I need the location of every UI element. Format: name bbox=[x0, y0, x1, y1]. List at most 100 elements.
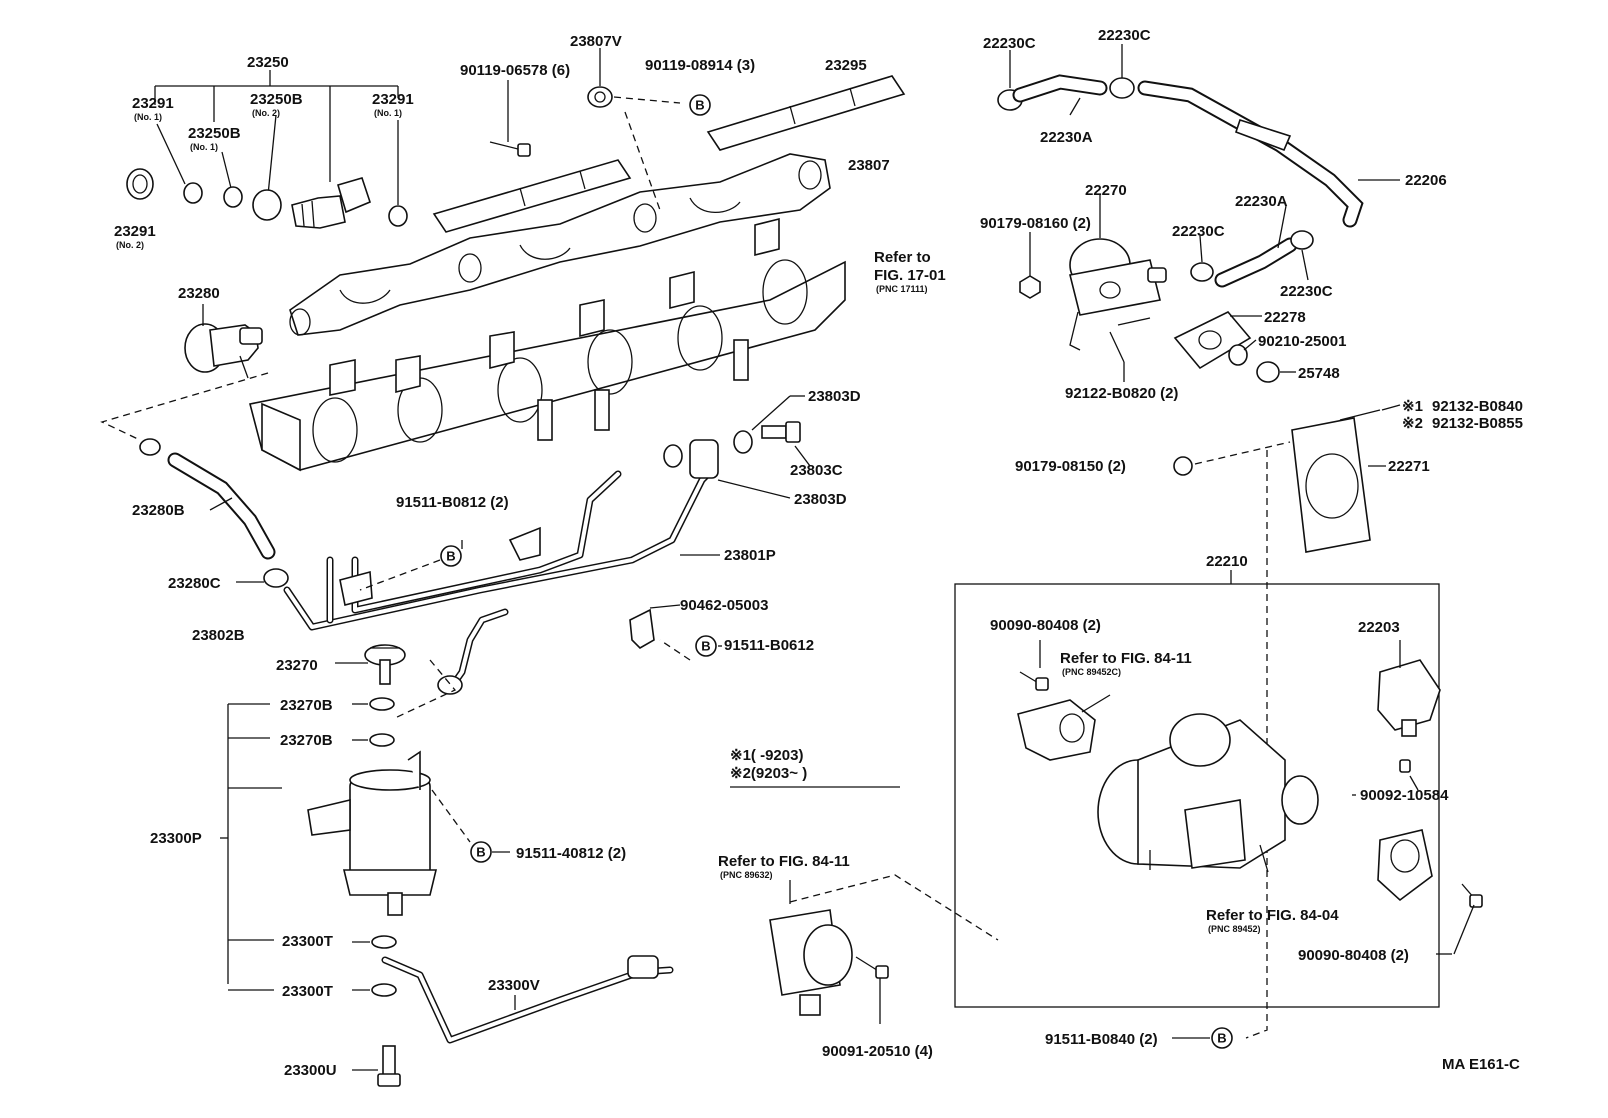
part-label: 22210 bbox=[1206, 553, 1248, 570]
part-label: 23250 bbox=[247, 54, 289, 71]
bolt-icon[interactable] bbox=[761, 421, 801, 443]
part-label: 23300U bbox=[284, 1062, 337, 1079]
fuel-pipe-icon[interactable] bbox=[283, 466, 716, 631]
water-hose-icon[interactable] bbox=[1012, 74, 1108, 103]
svg-text:B: B bbox=[446, 549, 455, 564]
bolt-icon[interactable] bbox=[1399, 759, 1411, 773]
fuel-hose-icon[interactable] bbox=[381, 955, 674, 1044]
union-fitting-icon[interactable] bbox=[663, 439, 719, 479]
part-label: 23291 bbox=[114, 223, 156, 240]
grommet-icon[interactable] bbox=[587, 86, 613, 108]
o-ring-icon[interactable] bbox=[388, 205, 408, 227]
o-ring-icon[interactable] bbox=[223, 186, 243, 208]
part-label: 23807 bbox=[848, 157, 890, 174]
hose-clamp-icon[interactable] bbox=[1290, 230, 1314, 250]
washer-icon[interactable] bbox=[733, 430, 753, 454]
pulsation-damper-icon[interactable] bbox=[364, 644, 406, 685]
reference-label: Refer to FIG. 84-11 bbox=[718, 853, 850, 870]
part-label: 23300V bbox=[488, 977, 540, 994]
part-label: 23280C bbox=[168, 575, 221, 592]
throttle-body-icon[interactable] bbox=[1097, 713, 1319, 873]
part-label: 23295 bbox=[825, 57, 867, 74]
part-label: 23270 bbox=[276, 657, 318, 674]
part-label: 22230C bbox=[1280, 283, 1333, 300]
part-label: 23280B bbox=[132, 502, 185, 519]
washer-icon[interactable] bbox=[369, 733, 395, 747]
part-label: 23291 bbox=[132, 95, 174, 112]
intake-plenum-icon[interactable] bbox=[289, 153, 831, 336]
air-valve-icon[interactable] bbox=[1069, 238, 1167, 351]
svg-text:B: B bbox=[1217, 1031, 1226, 1046]
o-ring-icon[interactable] bbox=[126, 168, 154, 200]
nut-icon[interactable] bbox=[1019, 275, 1041, 299]
part-label: 23300P bbox=[150, 830, 202, 847]
intake-manifold-icon[interactable] bbox=[249, 217, 846, 472]
variant-mark: ※2 bbox=[1402, 415, 1423, 432]
fuel-pipe-icon[interactable] bbox=[451, 608, 509, 686]
part-label: 23803D bbox=[794, 491, 847, 508]
reference-pnc: (PNC 89452C) bbox=[1062, 667, 1121, 677]
bolt-icon[interactable] bbox=[1019, 671, 1049, 691]
washer-icon[interactable] bbox=[1228, 344, 1248, 366]
note-label: ※2(9203~ ) bbox=[730, 765, 807, 782]
part-label: 22203 bbox=[1358, 619, 1400, 636]
part-label: 22230A bbox=[1235, 193, 1288, 210]
part-label: 92132-B0855 bbox=[1432, 415, 1523, 432]
sensor-icon[interactable] bbox=[1017, 699, 1096, 761]
bolt-icon[interactable] bbox=[1461, 883, 1483, 908]
part-sublabel: (No. 1) bbox=[134, 112, 162, 122]
gasket-icon[interactable] bbox=[1173, 311, 1252, 370]
reference-pnc: (PNC 89632) bbox=[720, 870, 773, 880]
injector-group bbox=[126, 70, 408, 229]
o-ring-icon[interactable] bbox=[252, 189, 282, 221]
bolt-marker: B bbox=[689, 94, 711, 116]
washer-icon[interactable] bbox=[371, 983, 397, 997]
washer-icon[interactable] bbox=[371, 935, 397, 949]
part-label: 90179-08160 (2) bbox=[980, 215, 1091, 232]
stud-bolt-icon[interactable] bbox=[1339, 409, 1381, 421]
part-label: 22271 bbox=[1388, 458, 1430, 475]
hose-clamp-icon[interactable] bbox=[139, 438, 161, 456]
svg-text:B: B bbox=[476, 845, 485, 860]
part-label: 23270B bbox=[280, 697, 333, 714]
fuel-filter-icon[interactable] bbox=[307, 750, 438, 916]
part-label: 22206 bbox=[1405, 172, 1447, 189]
part-label: 92122-B0820 (2) bbox=[1065, 385, 1178, 402]
part-label: 90090-80408 (2) bbox=[990, 617, 1101, 634]
gasket-icon[interactable] bbox=[706, 75, 906, 151]
part-label: 23300T bbox=[282, 983, 333, 1000]
throttle-position-sensor-icon[interactable] bbox=[1377, 829, 1433, 902]
washer-icon[interactable] bbox=[369, 697, 395, 711]
part-label: 91511-B0812 (2) bbox=[396, 494, 509, 511]
water-hose-icon[interactable] bbox=[1214, 237, 1298, 288]
bolt-icon[interactable] bbox=[489, 141, 531, 157]
pressure-regulator-icon[interactable] bbox=[184, 323, 263, 379]
variant-mark: ※1 bbox=[1402, 398, 1423, 415]
part-label: 23270B bbox=[280, 732, 333, 749]
bolt-marker: B bbox=[1211, 1027, 1233, 1049]
hose-clamp-icon[interactable] bbox=[1109, 77, 1135, 99]
hose-clamp-icon[interactable] bbox=[263, 568, 289, 588]
water-pipe-icon[interactable] bbox=[1137, 80, 1364, 228]
hose-clamp-icon[interactable] bbox=[1190, 262, 1214, 282]
part-label: 22230C bbox=[1098, 27, 1151, 44]
cap-icon[interactable] bbox=[1256, 361, 1280, 383]
labels-layer: 23250 23291 (No. 1) 23250B (No. 1) 23250… bbox=[114, 27, 1523, 1079]
o-ring-icon[interactable] bbox=[183, 182, 203, 204]
idle-control-valve-icon[interactable] bbox=[769, 909, 853, 1016]
part-label: 90119-06578 (6) bbox=[460, 62, 570, 79]
clamp-icon[interactable] bbox=[629, 608, 655, 649]
throttle-gasket-icon[interactable] bbox=[1291, 417, 1371, 553]
part-label: 92132-B0840 bbox=[1432, 398, 1523, 415]
part-label: 90091-20510 (4) bbox=[822, 1043, 933, 1060]
nut-icon[interactable] bbox=[1173, 456, 1193, 476]
fuel-hose-icon[interactable] bbox=[167, 452, 276, 560]
gasket-icon[interactable] bbox=[432, 159, 632, 233]
union-bolt-icon[interactable] bbox=[377, 1045, 401, 1087]
sensor-icon[interactable] bbox=[1377, 659, 1441, 737]
fuel-injector-icon[interactable] bbox=[291, 177, 371, 229]
part-label: 22270 bbox=[1085, 182, 1127, 199]
bolt-icon[interactable] bbox=[855, 956, 889, 979]
part-label: 91511-B0612 bbox=[724, 637, 814, 654]
part-label: 90179-08150 (2) bbox=[1015, 458, 1126, 475]
